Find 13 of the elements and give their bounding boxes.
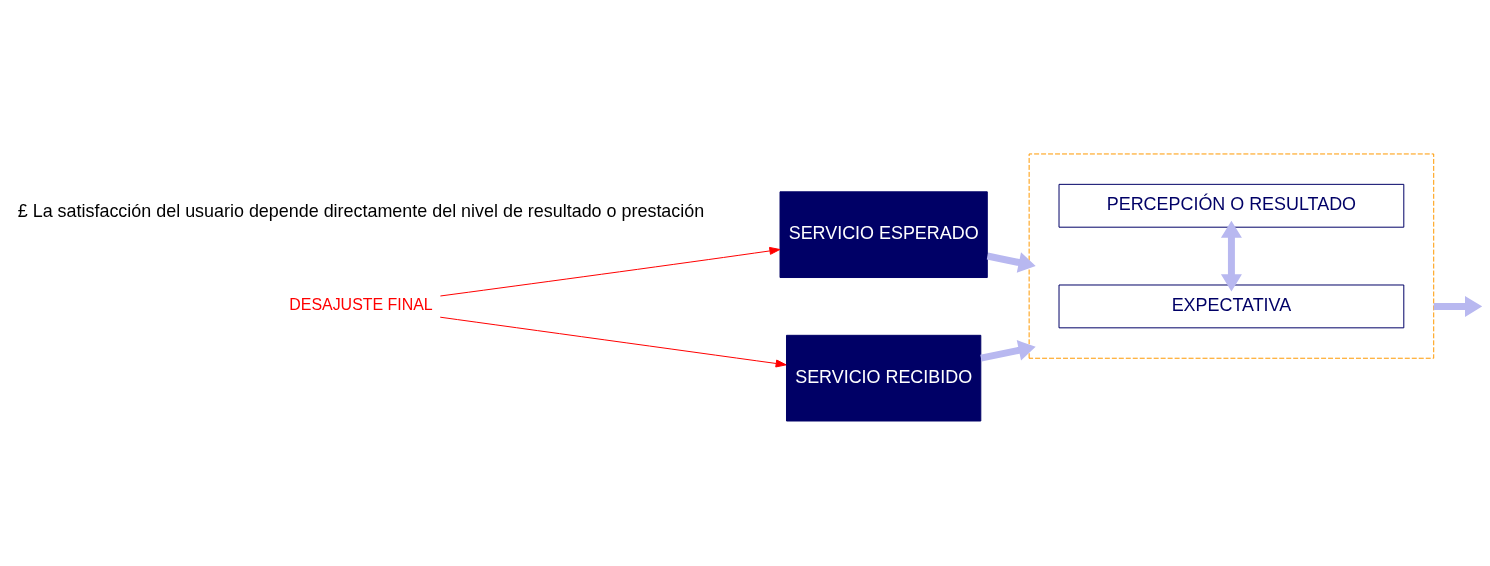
node-box: PERCEPCIÓN O RESULTADO: [1058, 183, 1405, 228]
node-box: SERVICIO ESPERADO: [779, 190, 988, 278]
arrow: [1433, 295, 1482, 317]
arrow: [439, 246, 781, 296]
node-box: SERVICIO RECIBIDO: [786, 334, 982, 421]
arrow: [986, 251, 1036, 273]
node-box: EXPECTATIVA: [1058, 284, 1405, 328]
arrow: [439, 316, 787, 367]
label: £ La satisfacción del usuario depende directamente del nivel de resultado o prestación: [17, 200, 705, 221]
node-text: DESAJUSTE FINAL: [289, 295, 433, 313]
cluster: [1028, 152, 1435, 359]
arrow: [980, 339, 1036, 362]
arrow: [1220, 220, 1242, 291]
